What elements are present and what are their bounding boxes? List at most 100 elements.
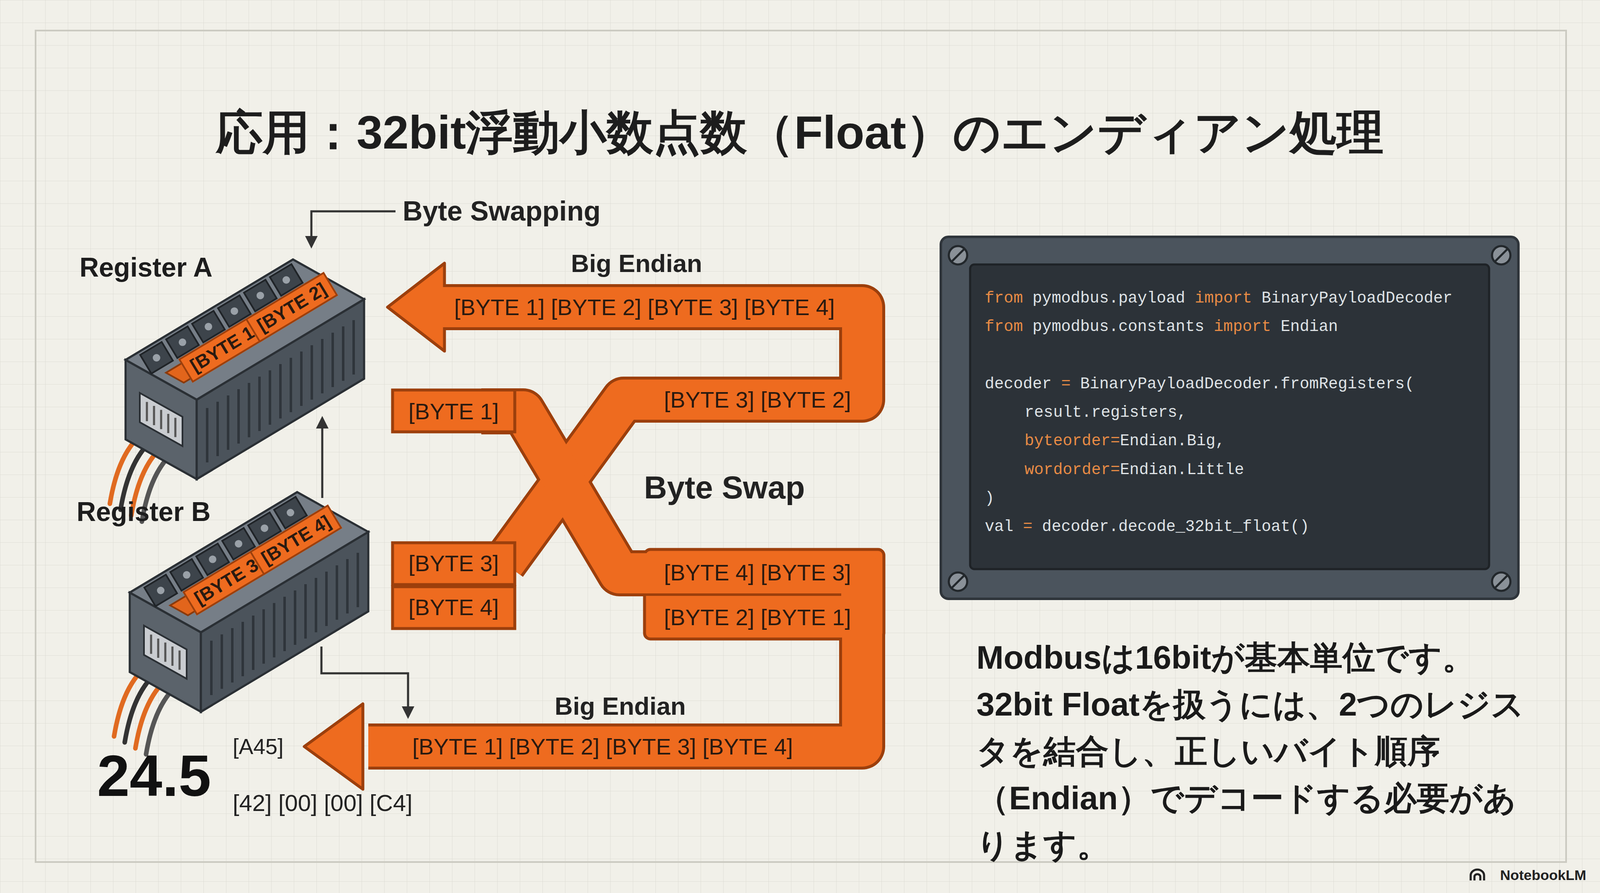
screw-slot [952,575,964,588]
divider [645,593,842,596]
connector-arrow [321,418,324,499]
byte-pair: [BYTE 4] [BYTE 3] [663,559,851,586]
logo-arch [1470,869,1485,881]
pin [160,410,163,430]
code-line: result.registers, [1024,403,1187,422]
terminal-screw [152,354,161,362]
fin [231,628,234,683]
fin [356,552,360,608]
pin [171,646,174,666]
fin [205,408,209,463]
title: 応用：32bit浮動小数点数（Float）のエンディアン処理 [215,105,1384,160]
code-token: from [984,317,1023,336]
code-token: pymodbus.constants [1022,317,1214,336]
byte-box [392,390,515,432]
terminal-screw [260,524,269,532]
code-token: result.registers, [1024,403,1187,422]
fin [331,332,334,388]
hex-bytes: [42] [00] [00] [C4] [232,789,413,817]
fin [321,339,324,394]
terminal-screw [256,291,265,300]
pin [164,642,167,663]
code-token: Endian [1271,317,1339,336]
code-token: from [984,289,1023,308]
code-line: ) [984,489,995,508]
screws [948,246,1511,591]
code-line: val = decoder.decode_32bit_float() [984,517,1310,536]
byte-label: [BYTE 1] [408,398,499,425]
register-name: Register B [76,496,211,528]
terminal-screw [286,508,295,517]
band-outline [368,411,863,747]
fin [237,389,240,444]
terminal-screw [208,555,217,564]
register-device [114,492,369,755]
code-token: pymodbus.payload [1022,289,1195,308]
code-line: wordorder=Endian.Little [1024,460,1245,479]
callout-label: Byte Swapping [402,195,601,228]
fin [346,559,349,614]
fin [314,577,318,633]
fin [279,364,282,419]
fin [226,395,230,450]
terminal-screw [182,571,191,579]
pin [146,402,149,422]
watermark: NotebookLM [1499,867,1587,884]
pin [157,638,160,658]
float-value: 24.5 [97,742,211,810]
code-token: ) [984,489,995,508]
fin [251,615,255,671]
code-panel: from pymodbus.payload import BinaryPaylo… [940,236,1519,599]
fin [247,382,251,438]
fin [300,351,303,406]
byte-pair: [BYTE 3] [BYTE 2] [663,386,851,413]
code-token: decoder.decode_32bit_float() [1032,517,1310,536]
fin [216,401,219,457]
byte-label: [BYTE 4] [408,594,499,621]
fin [335,565,339,620]
screw-slot [952,249,964,262]
fin [272,603,276,658]
terminal-screw [282,276,291,284]
leader-arrow [311,211,396,247]
byte-sticker: [BYTE 2] [245,271,339,343]
terminal-screw [234,539,243,548]
fin [310,345,314,400]
fin [341,326,345,381]
byte-sequence: [BYTE 1] [BYTE 2] [BYTE 3] [BYTE 4] [412,733,793,760]
byte-box [392,542,515,585]
code-token: import [1213,317,1272,336]
code-token: = [1060,374,1071,393]
code-panel-screen [970,264,1490,570]
byte-label: [BYTE 3] [408,550,499,577]
terminal-block [140,341,173,374]
code-token: = [1022,517,1033,536]
screw [948,572,968,591]
code-token: wordorder= [1024,460,1120,479]
fin [268,370,272,425]
register-device [110,259,365,522]
fin [293,590,297,645]
terminal-block [144,574,178,607]
code-token: BinaryPayloadDecoder.fromRegisters( [1070,374,1415,393]
fin [258,376,261,432]
fin [289,357,293,413]
code-panel-outer [940,236,1519,599]
endian-label: Big Endian [570,249,702,278]
fin [283,596,286,652]
byte-box [392,586,515,629]
screw-slot [1495,575,1508,588]
fin [352,320,355,375]
connector-socket [143,625,187,679]
register-name: Register A [79,252,213,284]
connector-socket [139,392,183,447]
terminal-screw [230,307,239,315]
fin [262,609,265,664]
arrow-head [304,703,363,790]
code-token: Endian.Big, [1119,431,1226,450]
terminal-screw [178,338,187,347]
screw [1492,572,1511,591]
code-token: byteorder= [1024,431,1120,450]
